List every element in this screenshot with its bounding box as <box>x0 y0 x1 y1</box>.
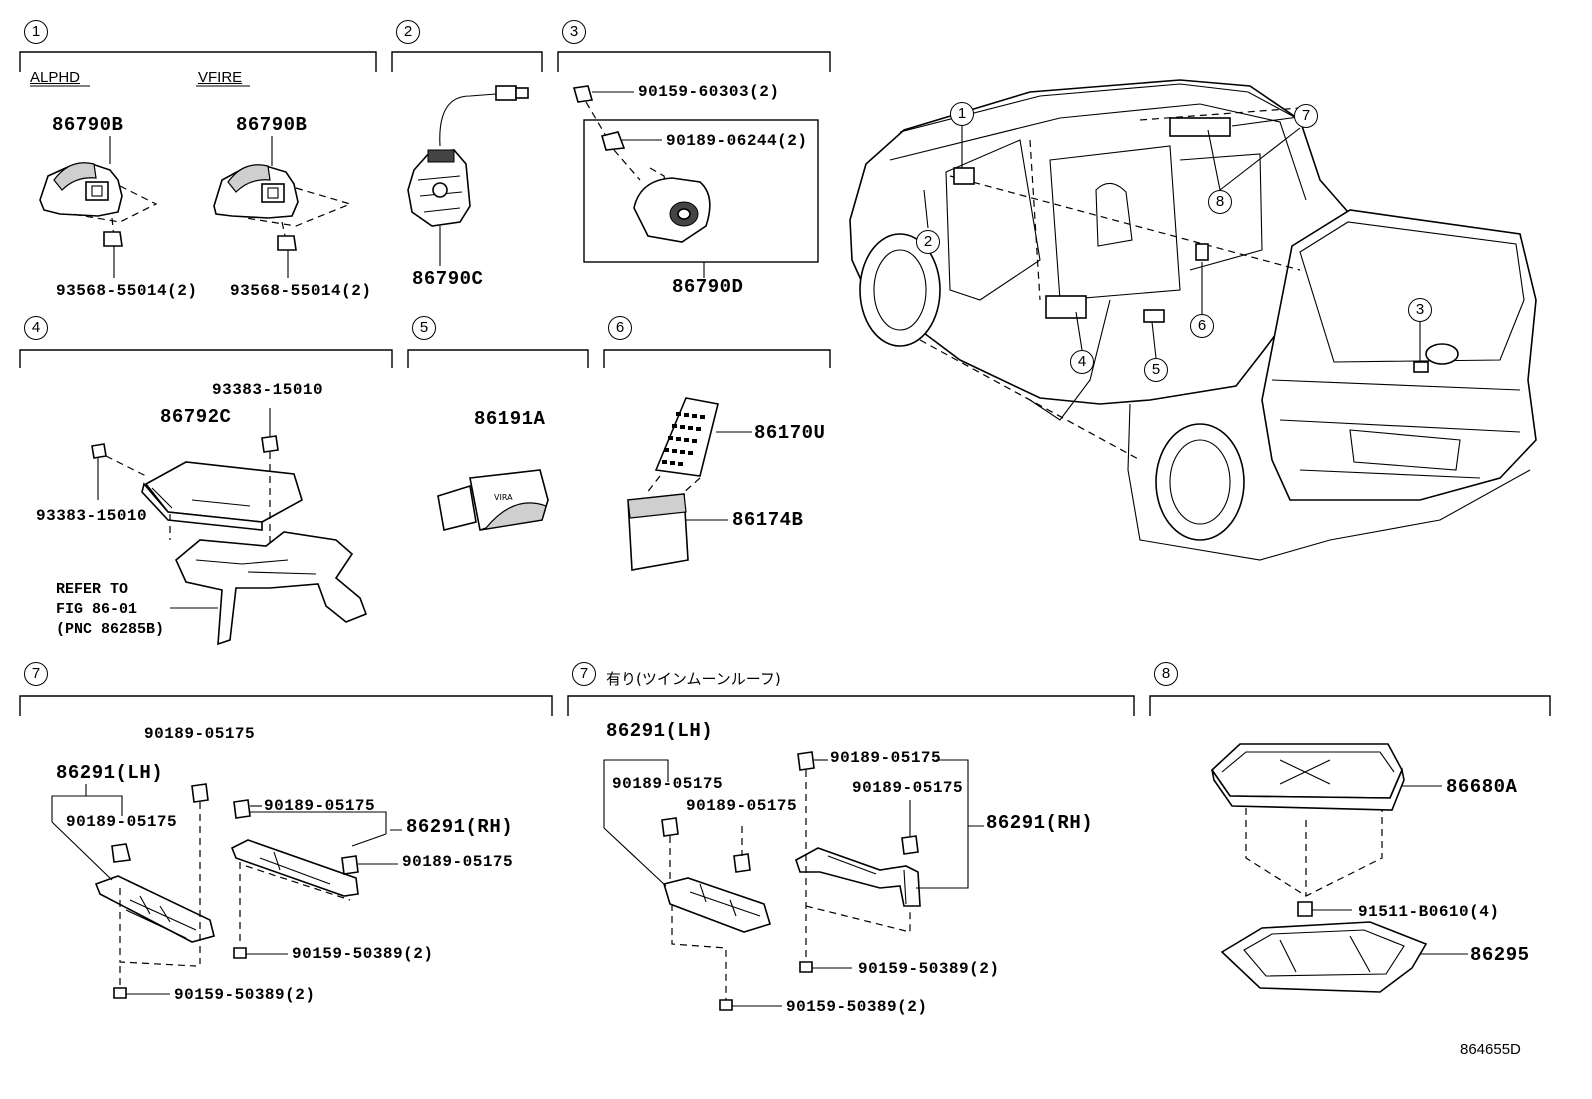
section-5-parts: VIRA <box>437 469 549 531</box>
section-7a-parts <box>51 783 402 999</box>
bracket-rh-7b: 86291(RH) <box>986 812 1094 834</box>
section-6-marker: 6 <box>608 316 632 340</box>
bolt-93383-left: 93383-15010 <box>36 507 148 525</box>
part-86170u: 86170U <box>754 422 826 444</box>
part-86790b-alphd: 86790B <box>52 114 124 136</box>
car-callout-3: 3 <box>1408 298 1432 322</box>
screw-91511-b0610: 91511-B0610(4) <box>1358 903 1500 921</box>
section-frames <box>19 51 1551 716</box>
part-86790b-vfire: 86790B <box>236 114 308 136</box>
part-86174b: 86174B <box>732 509 804 531</box>
screw-lh-7b: 90159-50389(2) <box>786 998 928 1016</box>
section-2-marker: 2 <box>396 20 420 44</box>
clip-90189-06244: 90189-06244(2) <box>666 132 808 150</box>
bracket-rh-7a: 86291(RH) <box>406 816 514 838</box>
section-4-marker: 4 <box>24 316 48 340</box>
section-7a-marker: 7 <box>24 662 48 686</box>
part-86790c: 86790C <box>412 268 484 290</box>
clip-c-7b: 90189-05175 <box>852 779 964 797</box>
refer-note: REFER TO FIG 86-01 (PNC 86285B) <box>56 581 165 638</box>
car-callout-7: 7 <box>1294 104 1318 128</box>
section-7b-parts <box>603 751 984 1011</box>
variant-label-vfire: VFIRE <box>198 69 243 86</box>
part-86191a: 86191A <box>474 408 546 430</box>
section-3-parts <box>572 85 819 278</box>
car-callout-4: 4 <box>1070 350 1094 374</box>
section-7b-marker: 7 <box>572 662 596 686</box>
bracket-lh-7b: 86291(LH) <box>606 720 714 742</box>
part-86792c: 86792C <box>160 406 232 428</box>
clip-d-7b: 90189-05175 <box>686 797 798 815</box>
screw-lh-7a: 90159-50389(2) <box>174 986 316 1004</box>
screw-rh-7a: 90159-50389(2) <box>292 945 434 963</box>
bolt-93383-top: 93383-15010 <box>212 381 324 399</box>
section-7b-title: 有り(ツインムーンルーフ) <box>606 670 781 688</box>
car-callout-5: 5 <box>1144 358 1168 382</box>
car-callout-1: 1 <box>950 102 974 126</box>
car-callout-6: 6 <box>1190 314 1214 338</box>
car-illustration <box>849 79 1537 561</box>
screw-90159-60303: 90159-60303(2) <box>638 83 780 101</box>
car-callout-8: 8 <box>1208 190 1232 214</box>
section-2-parts <box>407 85 529 266</box>
section-8-parts <box>1210 743 1468 993</box>
clip-b-7b: 90189-05175 <box>612 775 724 793</box>
section-5-marker: 5 <box>412 316 436 340</box>
clip-rh2-7a: 90189-05175 <box>402 853 514 871</box>
clip-lh-7a: 90189-05175 <box>66 813 178 831</box>
section-3-marker: 3 <box>562 20 586 44</box>
screw-rh-7b: 90159-50389(2) <box>858 960 1000 978</box>
section-1-marker: 1 <box>24 20 48 44</box>
variant-label-alphd: ALPHD <box>30 69 81 86</box>
section-1-parts <box>39 136 352 278</box>
diagram-code: 864655D <box>1460 1041 1521 1058</box>
clip-top-7a: 90189-05175 <box>144 725 256 743</box>
part-86680a: 86680A <box>1446 776 1518 798</box>
screw-93568-vfire: 93568-55014(2) <box>230 282 372 300</box>
section-8-marker: 8 <box>1154 662 1178 686</box>
part-86790d: 86790D <box>672 276 744 298</box>
clip-rh1-7a: 90189-05175 <box>264 797 376 815</box>
svg-text:VIRA: VIRA <box>494 493 513 502</box>
clip-a-7b: 90189-05175 <box>830 749 942 767</box>
section-6-parts <box>627 397 752 571</box>
section-4-parts <box>91 408 368 646</box>
part-86295: 86295 <box>1470 944 1530 966</box>
bracket-lh-7a: 86291(LH) <box>56 762 164 784</box>
car-callout-2: 2 <box>916 230 940 254</box>
screw-93568-alphd: 93568-55014(2) <box>56 282 198 300</box>
